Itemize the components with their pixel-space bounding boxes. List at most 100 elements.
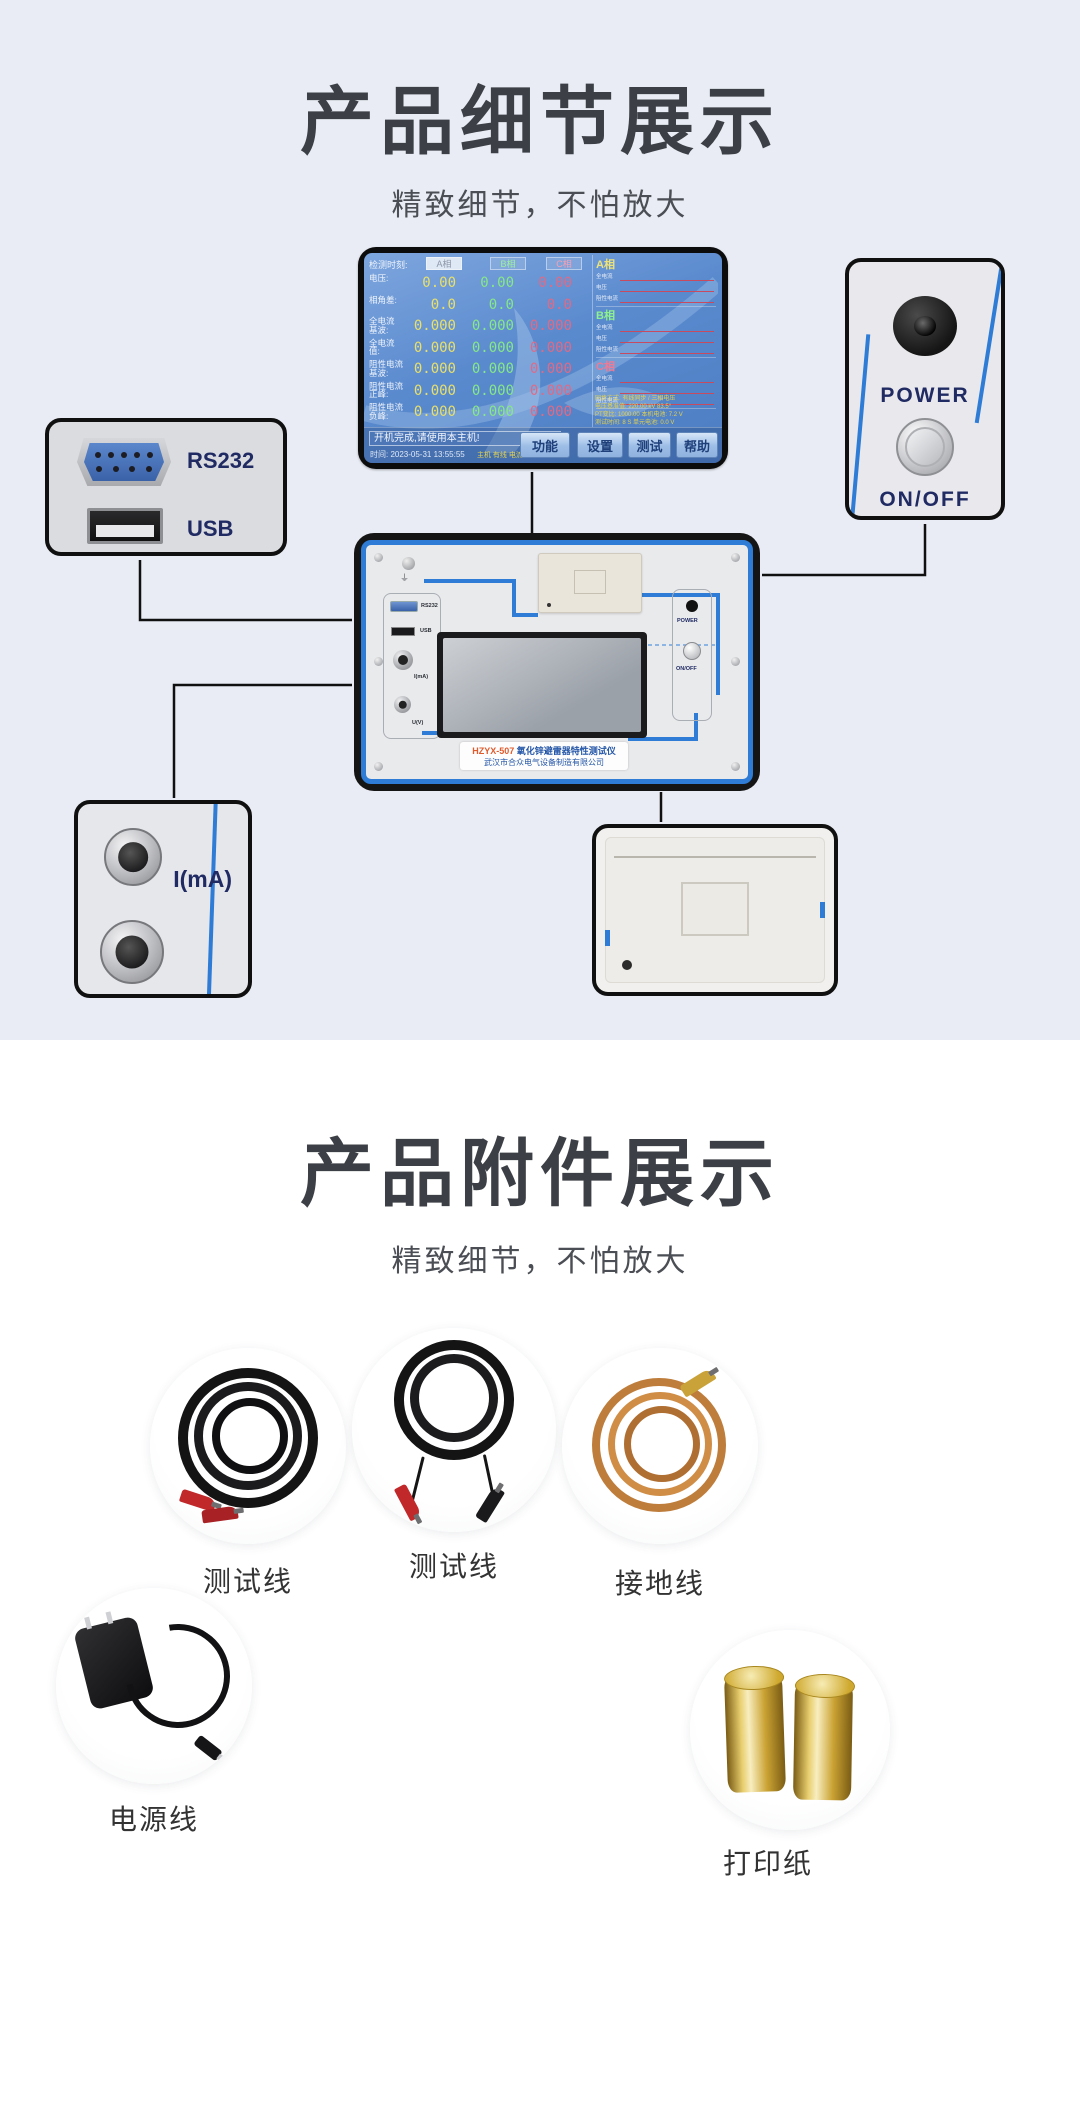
phase-title: C相 bbox=[596, 361, 615, 373]
row-label: 阻性电流 负峰: bbox=[369, 402, 404, 421]
blue-tick bbox=[605, 930, 610, 946]
lcd-time-label: 检测时刻: bbox=[369, 260, 408, 270]
value-a: 0.000 bbox=[413, 361, 456, 377]
dc-plug bbox=[193, 1734, 223, 1762]
aviation-connector bbox=[100, 920, 164, 984]
lcd-indicators: 主机 有线 电流 bbox=[476, 452, 523, 459]
plot-row: 阻性电流 bbox=[596, 396, 716, 407]
accessory-printer-paper bbox=[690, 1630, 890, 1830]
db9-body bbox=[84, 443, 164, 481]
lcd-time-text: 时间: 2023-05-31 13:55:55 bbox=[370, 450, 465, 459]
black-clip bbox=[474, 1485, 506, 1524]
panel-power-group: POWER ON/OFF bbox=[672, 589, 712, 721]
value-c: 0.000 bbox=[529, 361, 572, 377]
plot-row: 电压 bbox=[596, 385, 716, 396]
value-b: 0.000 bbox=[471, 361, 514, 377]
lcd-tab-phase-c: C相 bbox=[546, 257, 582, 270]
lcd-tab-phase-b: B相 bbox=[490, 257, 526, 270]
lcd-button-help: 帮助 bbox=[676, 432, 718, 458]
section-accessories-title: 产品附件展示 bbox=[300, 1132, 780, 1215]
plot-row: 电压 bbox=[596, 334, 716, 345]
power-button bbox=[896, 418, 954, 476]
company-name: 武汉市合众电气设备制造有限公司 bbox=[484, 758, 604, 767]
ports-callout: RS232 USB bbox=[45, 418, 287, 556]
plot-row: 电压 bbox=[596, 283, 716, 294]
onoff-label: ON/OFF bbox=[879, 488, 971, 511]
status-line: 同步方式: 有线同步 / 三相电压 bbox=[595, 395, 676, 402]
lcd-row-resistive-pos-peak: 阻性电流 正峰: 0.000 0.000 0.000 bbox=[364, 381, 590, 403]
value-a: 0.000 bbox=[413, 382, 456, 399]
plot-row: 阻性电流 bbox=[596, 345, 716, 356]
panel-onoff-label: ON/OFF bbox=[676, 666, 697, 672]
value-c: 0.000 bbox=[529, 404, 572, 420]
lcd-row-full-current-fund: 全电流 基波: 0.000 0.000 0.000 bbox=[364, 316, 590, 338]
panel-uv-connector bbox=[394, 696, 411, 713]
paper-roll bbox=[723, 1673, 787, 1793]
value-b: 0.0 bbox=[488, 296, 514, 313]
panel-printer bbox=[538, 553, 642, 613]
value-b: 0.00 bbox=[480, 275, 514, 291]
rs232-connector bbox=[77, 438, 171, 486]
panel-ima-connector bbox=[393, 650, 413, 670]
row-label: 阻性电流 基波: bbox=[369, 359, 404, 378]
value-c: 0.000 bbox=[529, 382, 572, 399]
lcd-footer-bar: 开机完成,请使用本主机! 时间: 2023-05-31 13:55:55 主机 … bbox=[364, 427, 722, 463]
blue-accent-stripe bbox=[206, 804, 218, 994]
section-accessories: 产品附件展示 精致细节，不怕放大 测试线 测试线 接地线 bbox=[0, 1040, 1080, 2117]
printer-face bbox=[605, 837, 825, 983]
plot-row: 全电流 bbox=[596, 323, 716, 334]
model-number: HZYX-507 bbox=[472, 746, 515, 756]
value-a: 0.000 bbox=[413, 339, 456, 356]
tester-front-panel: ⏚ RS232 USB I(mA) U(V) POWER bbox=[354, 533, 760, 791]
printer-paper-lid bbox=[681, 882, 749, 936]
lcd-screen-callout: 检测时刻: A相 B相 C相 电压: 0.00 0.00 0.00 相角差: 0… bbox=[358, 247, 728, 469]
panel-usb-port bbox=[391, 627, 415, 636]
value-c: 0.0 bbox=[546, 296, 572, 313]
lcd-button-function: 功能 bbox=[520, 432, 570, 458]
lcd-row-resistive-neg-peak: 阻性电流 负峰: 0.000 0.000 0.000 bbox=[364, 402, 590, 424]
section-product-details: 产品细节展示 精致细节，不怕放大 检测时刻: A相 B相 C相 bbox=[0, 0, 1080, 1040]
value-a: 0.00 bbox=[422, 275, 456, 291]
panel-ima-label: I(mA) bbox=[414, 674, 429, 680]
panel-uv-label: U(V) bbox=[412, 720, 424, 726]
lcd-row-phase-angle: 相角差: 0.0 0.0 0.0 bbox=[364, 295, 590, 317]
blue-tick bbox=[820, 902, 825, 918]
status-line: 电压基准值: 220.00 kV 83.5° bbox=[595, 403, 672, 410]
rs232-label: RS232 bbox=[187, 448, 255, 473]
panel-lcd bbox=[437, 632, 647, 738]
accessory-label: 测试线 bbox=[202, 1566, 293, 1597]
panel-power-button bbox=[683, 642, 701, 660]
ground-symbol: ⏚ bbox=[400, 573, 410, 583]
row-label: 相角差: bbox=[369, 294, 397, 305]
accessory-test-lead-1 bbox=[150, 1348, 346, 1544]
phase-title: A相 bbox=[596, 259, 615, 271]
power-switch-callout: POWER ON/OFF bbox=[845, 258, 1005, 520]
lcd-tab-phase-a: A相 bbox=[426, 257, 462, 270]
printer-callout bbox=[592, 824, 838, 996]
lcd-display: 检测时刻: A相 B相 C相 电压: 0.00 0.00 0.00 相角差: 0… bbox=[364, 253, 722, 463]
lcd-side-panel: A相 全电流 电压 阻性电流 B相 全电流 电压 阻性电流 C相 全电流 bbox=[592, 255, 719, 427]
value-c: 0.00 bbox=[538, 275, 572, 291]
accessory-label: 测试线 bbox=[408, 1551, 499, 1582]
leaf-watermark bbox=[364, 276, 718, 453]
row-label: 电压: bbox=[369, 273, 389, 283]
lcd-timestamp: 时间: 2023-05-31 13:55:55 主机 有线 电流 bbox=[370, 449, 523, 460]
power-label: POWER bbox=[880, 384, 970, 407]
row-label: 阻性电流 正峰: bbox=[369, 380, 404, 400]
status-line: PT变比: 1000.00 本机电池: 7.2 V bbox=[595, 411, 683, 418]
accessory-label: 电源线 bbox=[108, 1804, 199, 1835]
phase-c-plots: C相 全电流 电压 阻性电流 bbox=[596, 358, 716, 409]
paper-roll bbox=[792, 1681, 854, 1801]
screw bbox=[731, 553, 740, 562]
lcd-measurement-grid: 电压: 0.00 0.00 0.00 相角差: 0.0 0.0 0.0 全电流 … bbox=[364, 273, 590, 427]
accessory-ground-wire bbox=[562, 1348, 758, 1544]
lcd-row-voltage: 电压: 0.00 0.00 0.00 bbox=[364, 273, 590, 295]
db9-pins bbox=[91, 448, 157, 476]
value-b: 0.000 bbox=[471, 339, 514, 356]
value-b: 0.000 bbox=[471, 404, 514, 420]
power-socket bbox=[893, 296, 957, 356]
screw bbox=[731, 657, 740, 666]
accessory-label: 接地线 bbox=[614, 1568, 705, 1599]
row-label: 全电流 基波: bbox=[369, 316, 395, 335]
lcd-row-resistive-fund: 阻性电流 基波: 0.000 0.000 0.000 bbox=[364, 359, 590, 381]
